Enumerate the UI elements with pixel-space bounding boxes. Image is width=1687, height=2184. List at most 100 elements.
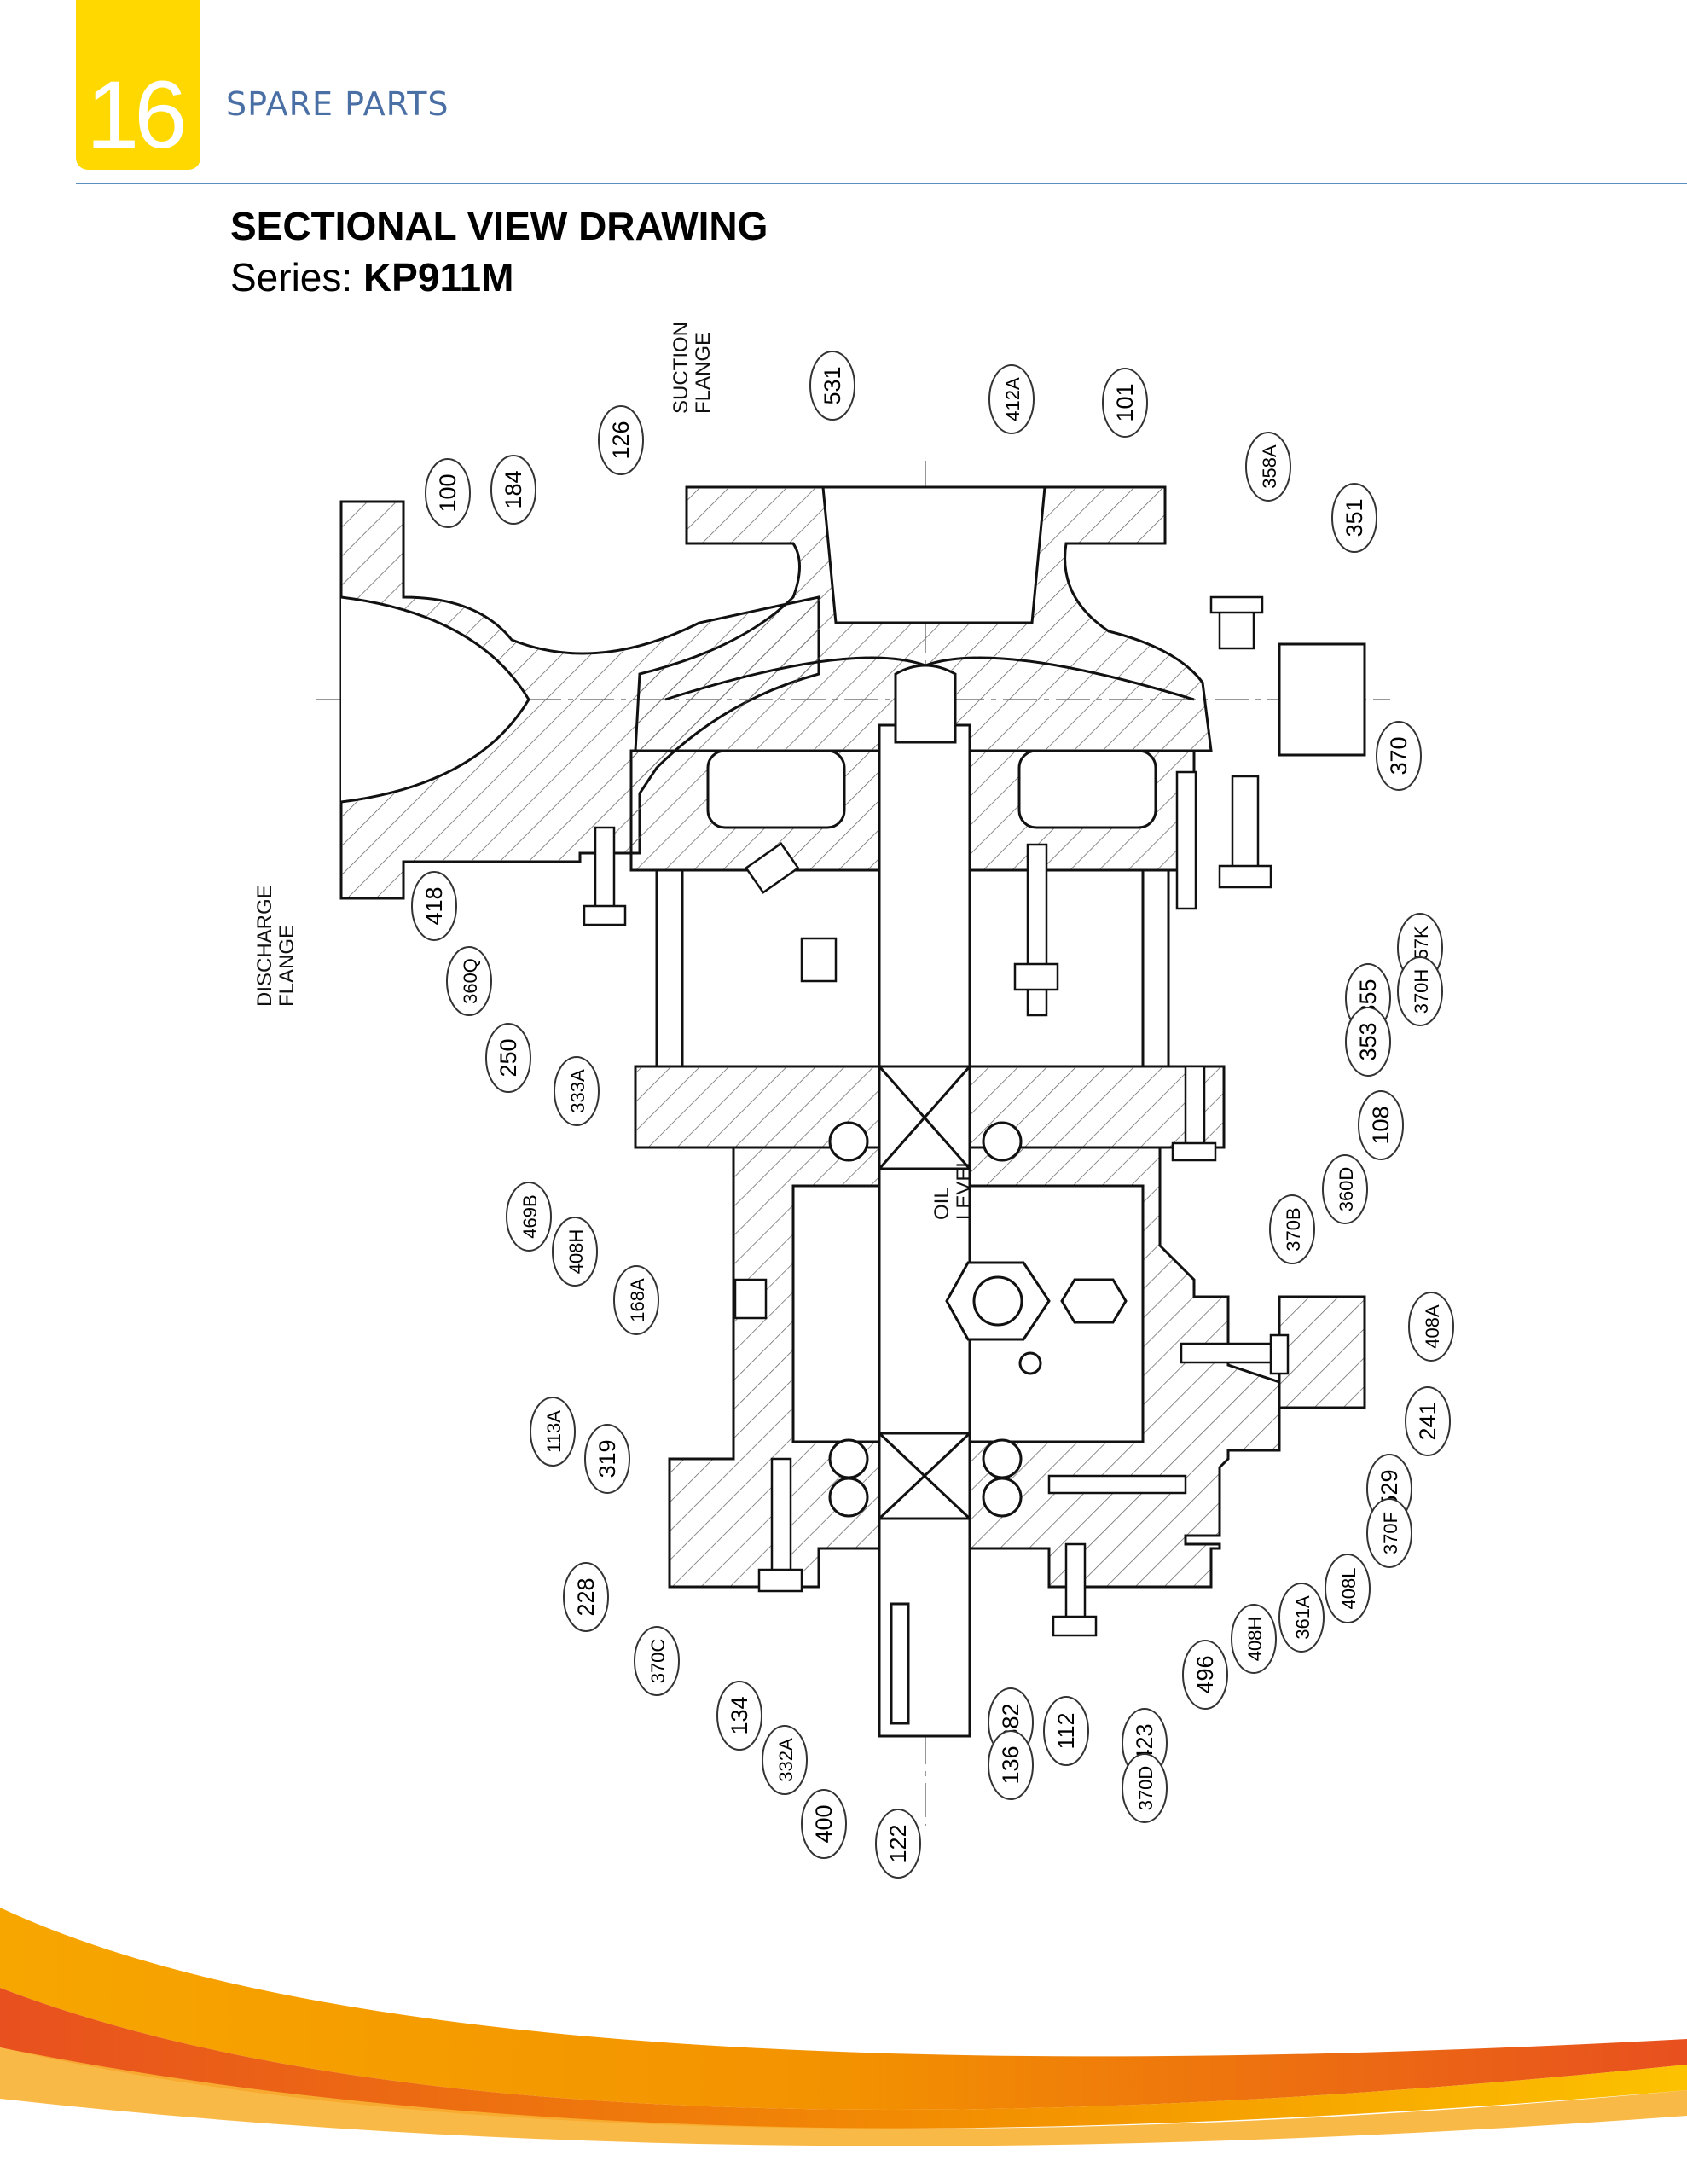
callout-label: 319 xyxy=(594,1439,620,1478)
callout-370b: 370B xyxy=(1269,1194,1315,1264)
callout-bubble xyxy=(1245,432,1291,502)
callout-360d: 360D xyxy=(1322,1154,1368,1224)
callout-label: 531 xyxy=(820,366,845,404)
callout-370: 370 xyxy=(1376,721,1422,791)
callout-408h: 408H xyxy=(552,1217,598,1287)
callout-label: 469B xyxy=(519,1194,541,1238)
callout-408a: 408A xyxy=(1408,1292,1454,1362)
callout-label: 418 xyxy=(421,886,447,925)
header-divider xyxy=(76,183,1687,184)
callout-469b: 469B xyxy=(506,1182,552,1252)
chapter-badge: 16 xyxy=(76,0,200,170)
callout-370c: 370C xyxy=(634,1626,680,1696)
callout-332a: 332A xyxy=(762,1725,808,1795)
callout-bubble xyxy=(552,1217,598,1287)
callout-bubble xyxy=(446,946,492,1016)
callout-370h: 370H xyxy=(1397,956,1443,1026)
pump-outline xyxy=(316,461,1390,1826)
callout-353: 353 xyxy=(1345,1007,1391,1077)
callout-label: 333A xyxy=(567,1069,588,1113)
callout-label: 241 xyxy=(1415,1402,1441,1440)
callout-bubble xyxy=(809,351,855,421)
callout-label: 228 xyxy=(573,1577,599,1616)
callout-168a: 168A xyxy=(613,1265,659,1335)
callout-400: 400 xyxy=(801,1789,847,1859)
callout-bubble xyxy=(1331,483,1377,553)
callout-241: 241 xyxy=(1405,1386,1451,1456)
callout-360q: 360Q xyxy=(446,946,492,1016)
callout-bubble xyxy=(1397,956,1443,1026)
callout-bubble xyxy=(1376,721,1422,791)
callout-bubble xyxy=(613,1265,659,1335)
section-title: SPARE PARTS xyxy=(226,85,449,123)
callout-label: 101 xyxy=(1112,383,1138,421)
callout-label: 370 xyxy=(1386,736,1412,775)
callout-label: 113A xyxy=(543,1410,565,1453)
callout-bubble xyxy=(1358,1090,1404,1160)
chapter-number: 16 xyxy=(86,61,188,168)
callout-134: 134 xyxy=(716,1681,762,1751)
callout-label: 360D xyxy=(1336,1167,1357,1212)
callout-136: 136 xyxy=(988,1730,1034,1800)
callout-228: 228 xyxy=(563,1562,609,1632)
callout-112: 112 xyxy=(1043,1696,1089,1766)
callout-bubble xyxy=(1182,1640,1228,1710)
callout-label: 108 xyxy=(1368,1106,1394,1144)
callout-label: 112 xyxy=(1053,1712,1079,1749)
callout-label: 496 xyxy=(1192,1655,1218,1693)
callout-108: 108 xyxy=(1358,1090,1404,1160)
callout-bubble xyxy=(801,1789,847,1859)
callout-412a: 412A xyxy=(988,364,1035,434)
callout-bubble xyxy=(875,1809,921,1879)
callout-bubble xyxy=(716,1681,762,1751)
callout-418: 418 xyxy=(411,871,457,941)
callout-bubble xyxy=(1122,1753,1168,1823)
callout-496: 496 xyxy=(1182,1640,1228,1710)
callout-351: 351 xyxy=(1331,483,1377,553)
callout-label: 361A xyxy=(1292,1595,1313,1640)
callout-label: 408L xyxy=(1338,1568,1359,1610)
callout-bubble xyxy=(762,1725,808,1795)
callout-bubble xyxy=(1325,1554,1371,1623)
callout-370d: 370D xyxy=(1122,1753,1168,1823)
callout-bubble xyxy=(988,364,1035,434)
callout-184: 184 xyxy=(490,455,536,525)
callout-bubble xyxy=(425,458,471,528)
callout-label: 358A xyxy=(1259,444,1280,489)
callout-531: 531 xyxy=(809,351,855,421)
callout-label: 134 xyxy=(727,1696,752,1734)
callout-label: 184 xyxy=(501,470,526,508)
callout-label: 370C xyxy=(647,1639,669,1684)
callout-label: 408H xyxy=(565,1229,587,1275)
callout-label: 122 xyxy=(885,1824,911,1862)
callout-label: 408A xyxy=(1422,1304,1443,1349)
callout-bubble xyxy=(563,1562,609,1632)
callout-bubble xyxy=(1102,368,1148,438)
callout-label: 370D xyxy=(1135,1766,1157,1811)
callout-label: 126 xyxy=(608,421,634,459)
series-value: KP911M xyxy=(362,255,514,299)
suction-flange-note: SUCTIONFLANGE xyxy=(670,322,715,414)
callout-label: 332A xyxy=(775,1738,797,1782)
callout-bubble xyxy=(598,405,644,475)
callout-bubble xyxy=(1366,1498,1412,1568)
callout-408h: 408H xyxy=(1231,1604,1277,1674)
callout-101: 101 xyxy=(1102,368,1148,438)
callout-250: 250 xyxy=(485,1023,531,1093)
callout-bubble xyxy=(584,1424,630,1494)
callout-bubble xyxy=(634,1626,680,1696)
callout-100: 100 xyxy=(425,458,471,528)
callout-label: 100 xyxy=(435,473,461,512)
callout-label: 360Q xyxy=(460,958,481,1004)
callout-bubble xyxy=(1278,1583,1325,1653)
footer-swoosh xyxy=(0,1908,1687,2146)
callout-label: 370H xyxy=(1411,969,1432,1014)
callout-bubble xyxy=(1231,1604,1277,1674)
callout-bubble xyxy=(1322,1154,1368,1224)
callout-bubble xyxy=(506,1182,552,1252)
callout-bubble xyxy=(530,1397,576,1467)
callout-label: 370F xyxy=(1380,1512,1401,1554)
callout-126: 126 xyxy=(598,405,644,475)
series-label: Series: xyxy=(230,255,353,299)
series-line: Series: KP911M xyxy=(230,254,513,300)
